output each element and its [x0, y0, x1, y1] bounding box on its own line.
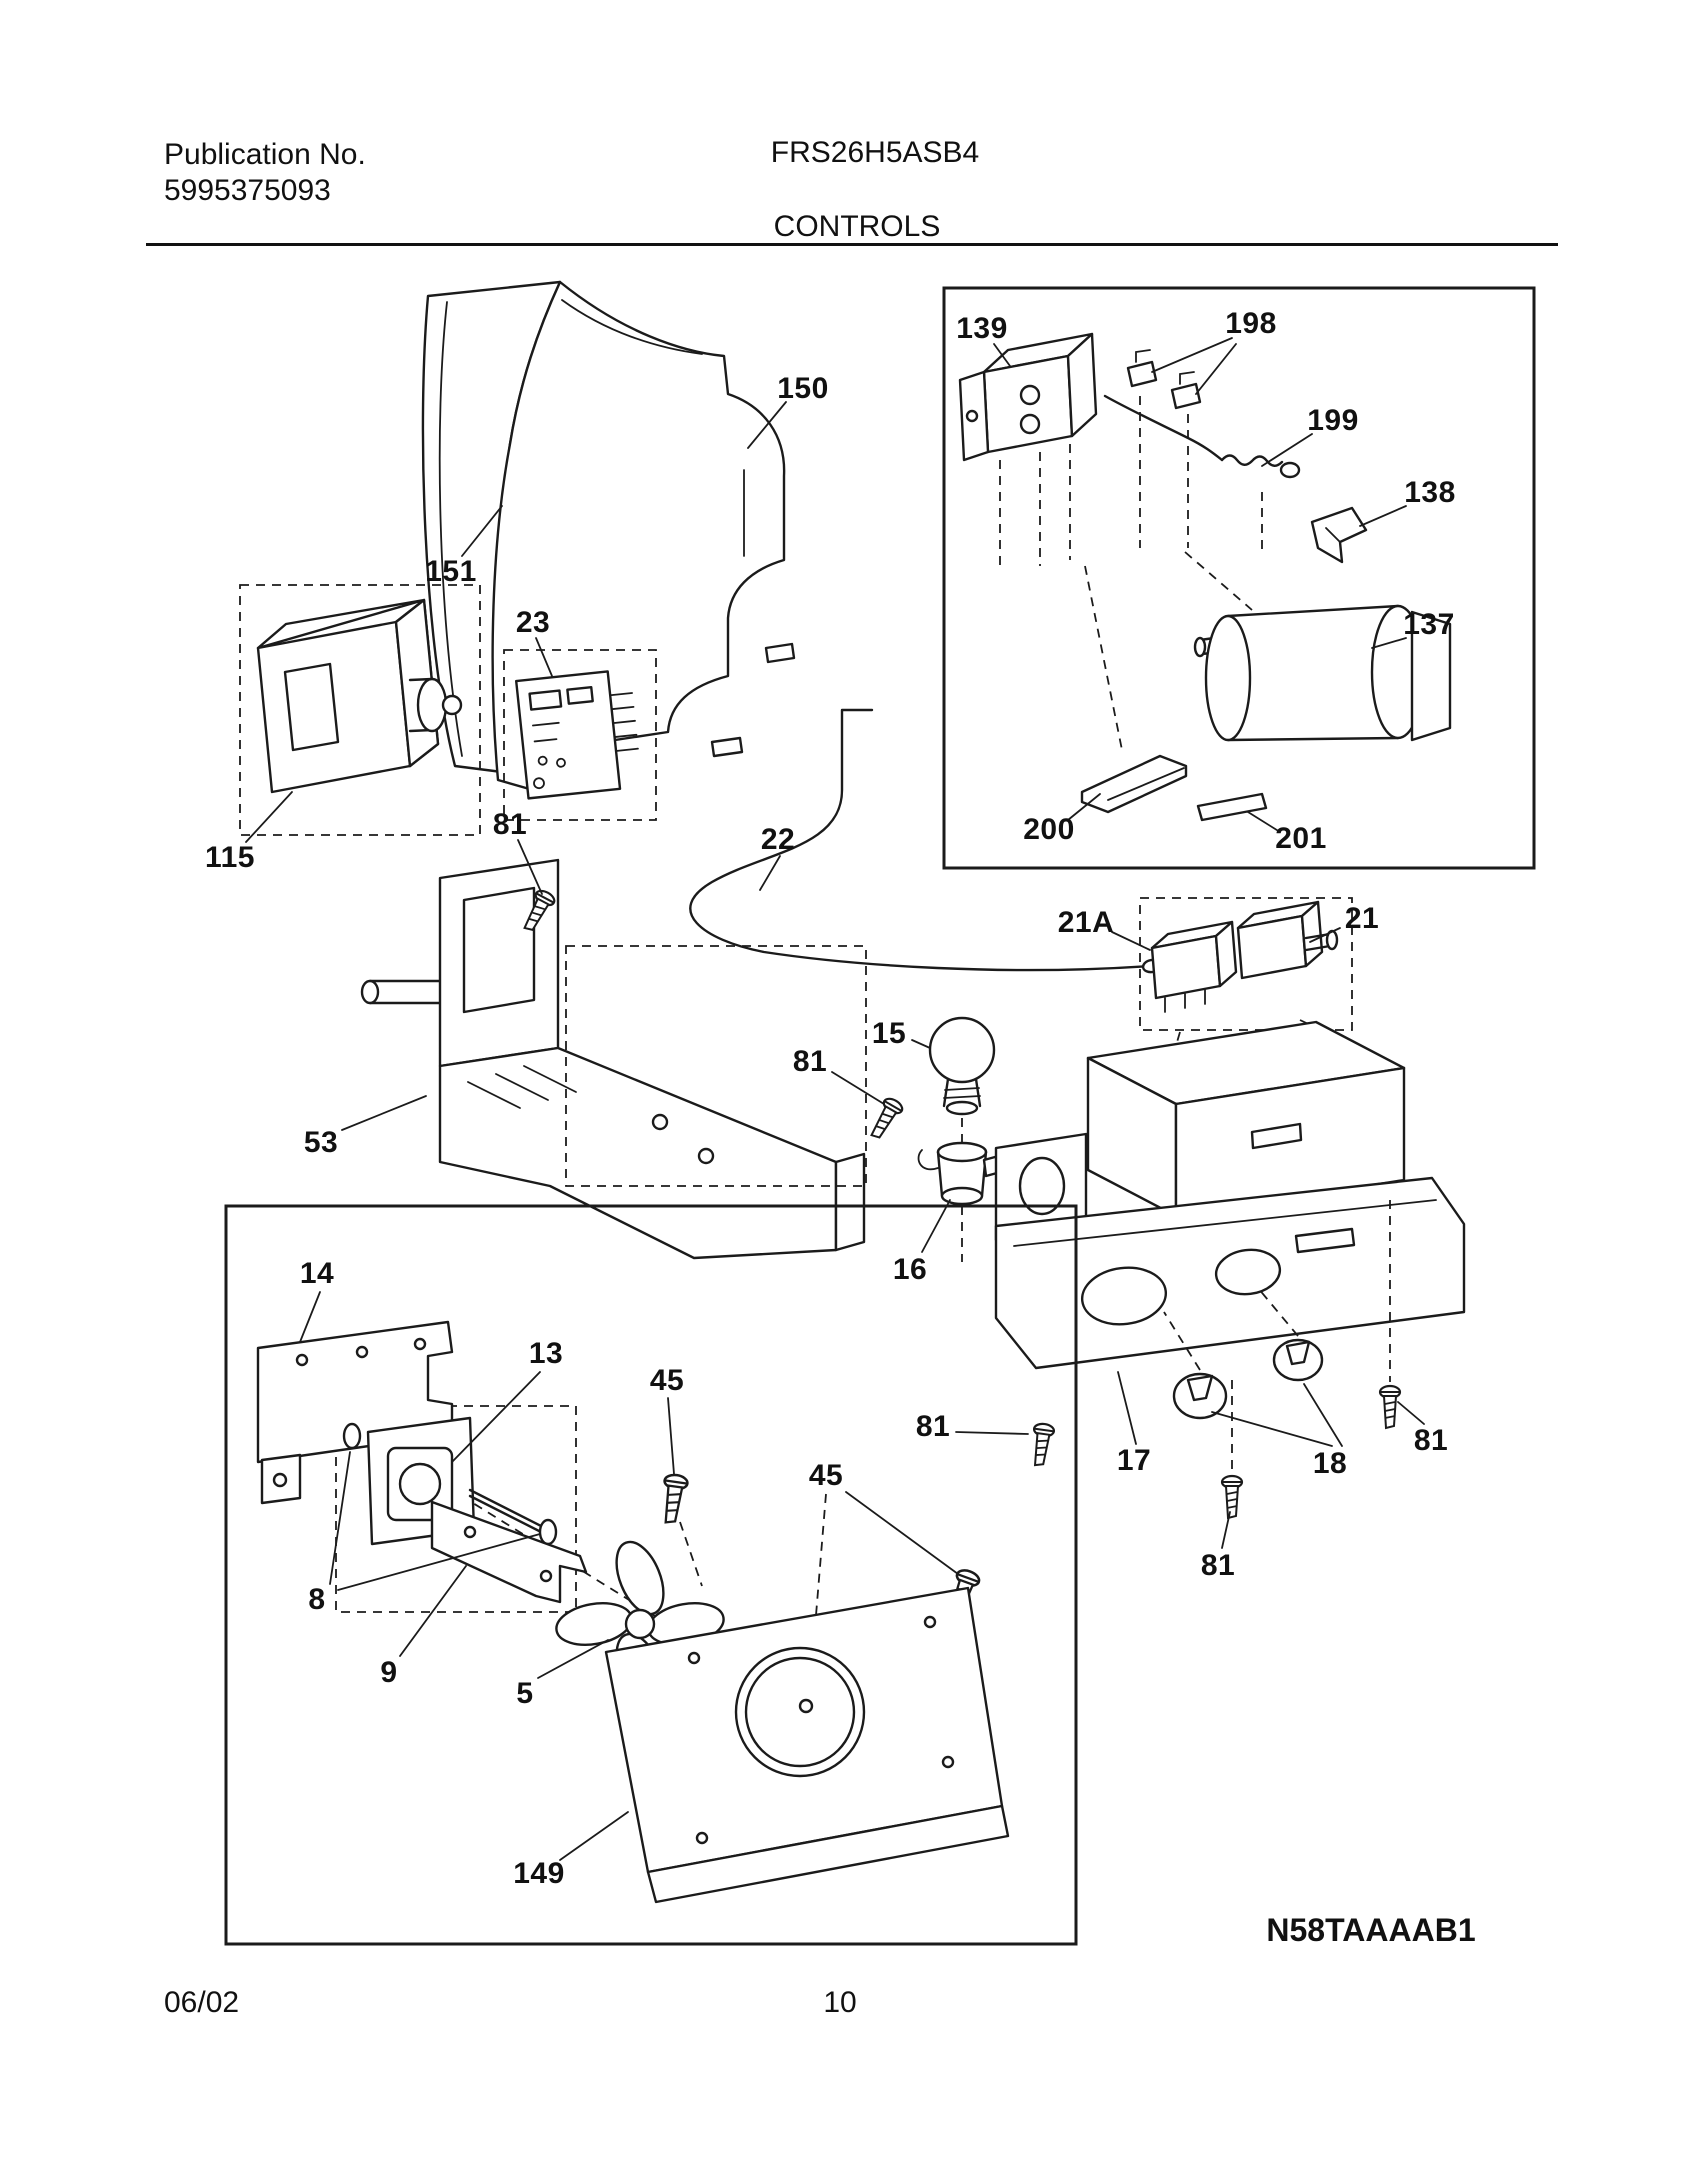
callout-15: 15 — [871, 1017, 907, 1050]
light-bulb-and-socket — [917, 1016, 1010, 1262]
control-knobs — [1163, 1287, 1324, 1420]
callout-22: 22 — [760, 823, 796, 856]
screw-81-bottom — [1220, 1474, 1244, 1520]
callout-21: 21 — [1344, 902, 1380, 935]
callout-8: 8 — [308, 1583, 326, 1616]
callout-137: 137 — [1403, 608, 1455, 641]
callout-53: 53 — [303, 1126, 339, 1159]
air-duct-assembly — [421, 280, 796, 794]
callout-115: 115 — [205, 841, 255, 874]
callout-21A: 21A — [1057, 906, 1115, 939]
diagram-code: N58TAAAAB1 — [1266, 1912, 1476, 1948]
publication-number: 5995375093 — [164, 174, 331, 207]
callout-200: 200 — [1023, 813, 1075, 846]
callout-198: 198 — [1225, 307, 1277, 340]
callout-81-1: 81 — [492, 808, 528, 841]
callout-81-5: 81 — [1200, 1549, 1236, 1582]
damper-control — [239, 584, 481, 836]
mounting-bracket — [360, 858, 867, 1260]
section-title: CONTROLS — [773, 210, 941, 243]
callout-201: 201 — [1275, 822, 1327, 855]
screw-81-mid — [865, 1094, 906, 1144]
callout-149: 149 — [513, 1857, 565, 1890]
callout-199: 199 — [1307, 404, 1359, 437]
leader-lines — [245, 337, 1425, 1861]
callout-18: 18 — [1312, 1447, 1348, 1480]
callout-14: 14 — [299, 1257, 335, 1290]
fan-motor-inset — [224, 1204, 1078, 1946]
callout-5: 5 — [516, 1677, 534, 1710]
callout-23: 23 — [515, 606, 551, 639]
callout-150: 150 — [777, 372, 829, 405]
footer-page-number: 10 — [823, 1986, 857, 2019]
screw-81-left — [1027, 1421, 1056, 1469]
header-rule — [146, 243, 1558, 246]
callout-81-3: 81 — [915, 1410, 951, 1443]
callout-81-2: 81 — [792, 1045, 828, 1078]
callout-45-2: 45 — [808, 1459, 844, 1492]
callout-13: 13 — [528, 1337, 564, 1370]
callout-138: 138 — [1404, 476, 1456, 509]
control-board — [503, 649, 657, 821]
callout-16: 16 — [892, 1253, 928, 1286]
callout-139: 139 — [956, 312, 1008, 345]
control-housing — [994, 1020, 1466, 1370]
callout-9: 9 — [380, 1656, 398, 1689]
callout-151: 151 — [425, 555, 477, 588]
callout-17: 17 — [1116, 1444, 1152, 1477]
callout-45-1: 45 — [649, 1364, 685, 1397]
publication-label: Publication No. — [164, 138, 366, 171]
dispenser-parts-inset — [942, 286, 1536, 870]
switch-pair — [1139, 897, 1391, 1101]
model-number: FRS26H5ASB4 — [770, 136, 980, 169]
screw-81-right — [1378, 1384, 1402, 1430]
fan-shroud — [604, 1586, 1010, 1904]
callout-81-4: 81 — [1413, 1424, 1449, 1457]
footer-date: 06/02 — [164, 1986, 240, 2019]
